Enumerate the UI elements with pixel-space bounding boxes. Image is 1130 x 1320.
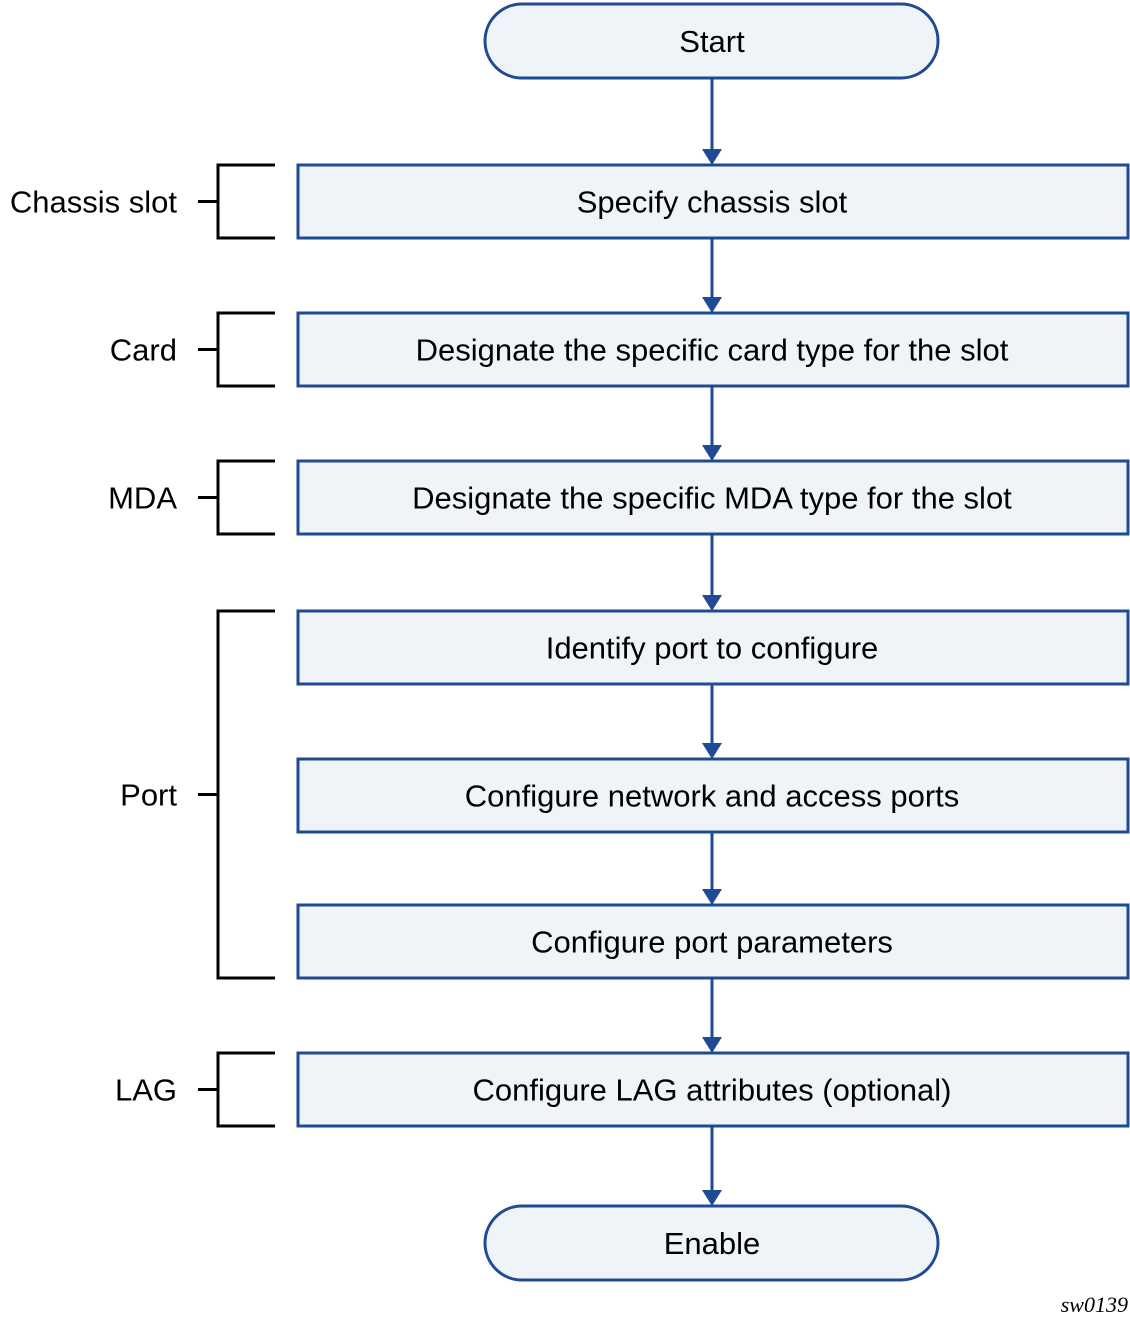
group-label: MDA <box>108 481 177 516</box>
group-bracket <box>198 1051 275 1128</box>
flow-arrow-head <box>702 297 722 313</box>
group-label: Card <box>110 333 177 368</box>
flow-arrow-head <box>702 1190 722 1206</box>
group-bracket <box>198 459 275 536</box>
figure-id: sw0139 <box>1061 1292 1128 1317</box>
group-bracket <box>198 163 275 240</box>
group-bracket <box>198 609 275 980</box>
start-terminal-label: Start <box>679 24 745 59</box>
process-step-box <box>296 163 1130 240</box>
flow-arrow-head <box>702 595 722 611</box>
flow-arrow-head <box>702 743 722 759</box>
group-bracket <box>198 311 275 388</box>
process-step-box <box>296 1051 1130 1128</box>
flow-arrow-head <box>702 1037 722 1053</box>
flow-arrow-head <box>702 889 722 905</box>
enable-terminal-shape <box>483 1204 940 1282</box>
group-label: Chassis slot <box>10 185 177 220</box>
process-step-label: Specify chassis slot <box>577 185 848 220</box>
start-terminal-shape <box>483 2 940 80</box>
process-step-label: Designate the specific MDA type for the … <box>412 481 1012 516</box>
process-step-label: Configure LAG attributes (optional) <box>472 1073 951 1108</box>
process-step-box <box>296 903 1130 980</box>
process-step-label: Configure port parameters <box>531 925 893 960</box>
process-step-box <box>296 757 1130 834</box>
process-step-box <box>296 459 1130 536</box>
process-step-label: Identify port to configure <box>546 631 879 666</box>
flow-arrow-head <box>702 445 722 461</box>
process-step-box <box>296 311 1130 388</box>
group-label: Port <box>120 778 177 813</box>
flow-arrow-head <box>702 149 722 165</box>
process-step-label: Configure network and access ports <box>465 779 960 814</box>
group-label: LAG <box>115 1073 177 1108</box>
enable-terminal-label: Enable <box>664 1226 761 1261</box>
process-step-box <box>296 609 1130 686</box>
process-step-label: Designate the specific card type for the… <box>416 333 1009 368</box>
